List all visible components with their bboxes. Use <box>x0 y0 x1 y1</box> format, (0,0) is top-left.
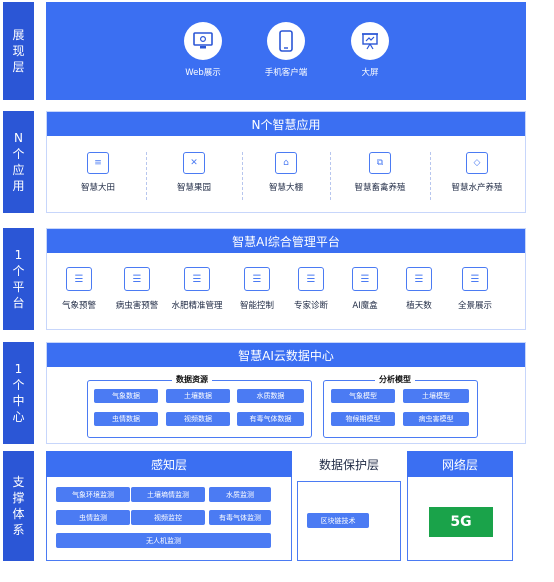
platform-item-label: 智能控制 <box>239 301 274 311</box>
platform-item-plant-days[interactable]: ☰ 植天数 <box>393 267 445 319</box>
orchard-icon: ✕ <box>183 152 205 174</box>
analysis-models-title: 分析模型 <box>375 374 415 385</box>
side-label-presentation: 展现层 <box>3 2 34 100</box>
app-item-label: 智慧果园 <box>176 183 211 193</box>
side-label-text: 支撑体系 <box>12 475 25 537</box>
protection-chip[interactable]: 区块链技术 <box>307 513 369 528</box>
data-resource-chip[interactable]: 土壤数据 <box>166 389 230 403</box>
field-icon: ≡ <box>87 152 109 174</box>
side-label-support: 支撑体系 <box>3 451 34 561</box>
platform-item-label: 专家诊断 <box>293 301 328 311</box>
data-center-layer: 智慧AI云数据中心 数据资源 气象数据 土壤数据 水质数据 虫情数据 视频数据 … <box>46 342 526 444</box>
divider <box>146 152 147 200</box>
divider <box>330 152 331 200</box>
applications-title: N个智慧应用 <box>47 112 525 136</box>
server-icon: ☰ <box>406 267 432 291</box>
side-label-text: N个应用 <box>12 131 25 193</box>
sensing-layer: 感知层 气象环境监测 土壤墒情监测 水质监测 虫情监测 视频监控 有毒气体监测 … <box>46 451 292 561</box>
app-item-greenhouse[interactable]: ⌂ 智慧大棚 <box>243 152 329 202</box>
presentation-item-label: Web展示 <box>185 68 221 78</box>
platform-item-weather-warning[interactable]: ☰ 气象预警 <box>51 267 107 319</box>
side-label-data-center: 1个中心 <box>3 342 34 444</box>
phone-icon <box>267 22 305 60</box>
sensing-chip[interactable]: 水质监测 <box>209 487 271 502</box>
platform-title: 智慧AI综合管理平台 <box>47 229 525 253</box>
server-icon: ☰ <box>298 267 324 291</box>
platform-item-ai-box[interactable]: ☰ AI魔盒 <box>339 267 391 319</box>
app-item-label: 智慧畜禽养殖 <box>354 183 406 193</box>
analysis-model-chip[interactable]: 气象模型 <box>331 389 395 403</box>
app-item-aquaculture[interactable]: ◇ 智慧水产养殖 <box>432 152 522 202</box>
side-label-text: 1个中心 <box>12 362 25 424</box>
platform-item-fertigation[interactable]: ☰ 水肥精准管理 <box>165 267 229 319</box>
platform-layer: 智慧AI综合管理平台 ☰ 气象预警 ☰ 病虫害预警 ☰ 水肥精准管理 ☰ 智能控… <box>46 228 526 330</box>
sensing-chip[interactable]: 视频监控 <box>131 510 205 525</box>
server-icon: ☰ <box>66 267 92 291</box>
protection-layer: 数据保护层 区块链技术 <box>297 451 401 561</box>
app-item-field[interactable]: ≡ 智慧大田 <box>55 152 141 202</box>
app-item-label: 智慧水产养殖 <box>451 183 503 193</box>
applications-layer: N个智慧应用 ≡ 智慧大田 ✕ 智慧果园 ⌂ 智慧大棚 ⧉ 智慧畜禽养殖 ◇ 智… <box>46 111 526 213</box>
network-title: 网络层 <box>407 451 513 477</box>
data-resource-chip[interactable]: 水质数据 <box>237 389 304 403</box>
data-resource-chip[interactable]: 视频数据 <box>166 412 230 426</box>
side-label-applications: N个应用 <box>3 111 34 213</box>
presentation-item-label: 大屏 <box>361 68 379 78</box>
sensing-chip[interactable]: 无人机监测 <box>56 533 271 548</box>
side-label-platform: 1个平台 <box>3 228 34 330</box>
sensing-body <box>46 477 292 561</box>
monitor-icon <box>184 22 222 60</box>
data-center-title: 智慧AI云数据中心 <box>47 343 525 367</box>
network-layer: 网络层 5G <box>407 451 513 561</box>
presentation-item-bigscreen[interactable]: 大屏 <box>335 22 405 88</box>
presentation-board-icon <box>351 22 389 60</box>
platform-item-panorama[interactable]: ☰ 全景展示 <box>447 267 503 319</box>
app-item-livestock[interactable]: ⧉ 智慧畜禽养殖 <box>331 152 429 202</box>
analysis-model-chip[interactable]: 物候期模型 <box>331 412 395 426</box>
platform-item-expert-diagnosis[interactable]: ☰ 专家诊断 <box>285 267 337 319</box>
server-icon: ☰ <box>244 267 270 291</box>
5g-badge: 5G <box>429 507 493 537</box>
protection-title: 数据保护层 <box>318 457 379 472</box>
sensing-chip[interactable]: 虫情监测 <box>56 510 130 525</box>
livestock-icon: ⧉ <box>369 152 391 174</box>
server-icon: ☰ <box>462 267 488 291</box>
sensing-chip[interactable]: 有毒气体监测 <box>209 510 271 525</box>
platform-item-label: 全景展示 <box>457 301 492 311</box>
sensing-chip[interactable]: 气象环境监测 <box>56 487 130 502</box>
server-icon: ☰ <box>352 267 378 291</box>
data-resource-chip[interactable]: 有毒气体数据 <box>237 412 304 426</box>
presentation-layer: Web展示 手机客户端 大屏 <box>46 2 526 100</box>
platform-item-label: 植天数 <box>406 301 432 311</box>
protection-body <box>297 481 401 561</box>
aquaculture-icon: ◇ <box>466 152 488 174</box>
analysis-model-chip[interactable]: 土壤模型 <box>403 389 469 403</box>
app-item-orchard[interactable]: ✕ 智慧果园 <box>151 152 237 202</box>
data-resource-chip[interactable]: 气象数据 <box>94 389 158 403</box>
side-label-text: 展现层 <box>12 28 25 74</box>
sensing-chip[interactable]: 土壤墒情监测 <box>131 487 205 502</box>
data-resource-chip[interactable]: 虫情数据 <box>94 412 158 426</box>
network-body <box>407 477 513 561</box>
app-item-label: 智慧大田 <box>80 183 115 193</box>
platform-item-label: 气象预警 <box>61 301 96 311</box>
server-icon: ☰ <box>184 267 210 291</box>
platform-item-label: 水肥精准管理 <box>171 301 223 311</box>
platform-item-pest-warning[interactable]: ☰ 病虫害预警 <box>109 267 165 319</box>
platform-item-label: AI魔盒 <box>352 301 378 311</box>
greenhouse-icon: ⌂ <box>275 152 297 174</box>
presentation-item-label: 手机客户端 <box>264 68 308 78</box>
divider <box>430 152 431 200</box>
side-label-text: 1个平台 <box>12 248 25 310</box>
platform-item-label: 病虫害预警 <box>115 301 159 311</box>
platform-item-smart-control[interactable]: ☰ 智能控制 <box>231 267 283 319</box>
app-item-label: 智慧大棚 <box>268 183 303 193</box>
sensing-title: 感知层 <box>46 451 292 477</box>
presentation-item-mobile[interactable]: 手机客户端 <box>251 22 321 88</box>
presentation-item-web[interactable]: Web展示 <box>168 22 238 88</box>
data-resources-title: 数据资源 <box>172 374 212 385</box>
analysis-model-chip[interactable]: 病虫害模型 <box>403 412 469 426</box>
divider <box>242 152 243 200</box>
server-icon: ☰ <box>124 267 150 291</box>
